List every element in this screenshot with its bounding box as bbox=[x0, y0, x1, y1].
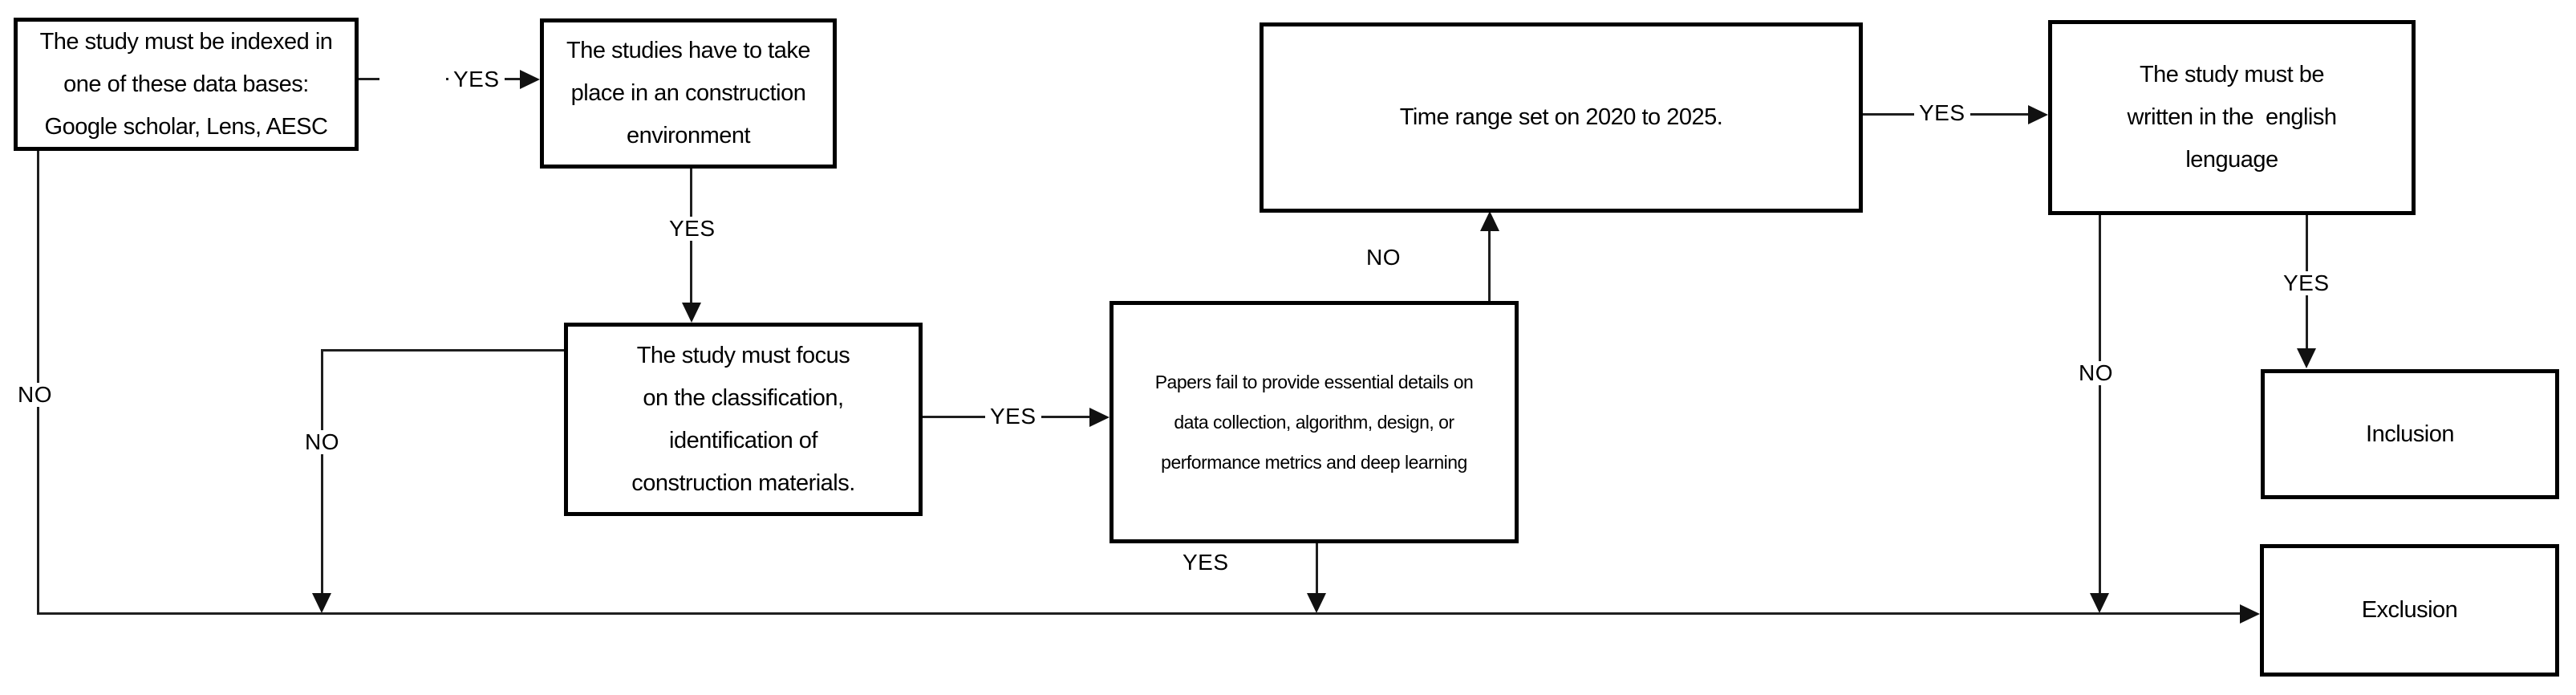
box-time-range: Time range set on 2020 to 2025. bbox=[1260, 22, 1863, 213]
box-line: The study must be indexed in bbox=[39, 28, 333, 55]
label-yes-time-english: YES bbox=[1914, 101, 1970, 125]
connector-indexed-env-arrowhead bbox=[520, 70, 540, 89]
connector-papers-exclusion-arrowhead bbox=[1307, 593, 1326, 613]
connector-bottom-exclusion-line bbox=[37, 612, 2240, 615]
box-line: The studies have to take bbox=[566, 38, 810, 63]
box-line: one of these data bases: bbox=[63, 71, 309, 97]
box-line: Papers fail to provide essential details… bbox=[1154, 372, 1474, 392]
box-line: The study must be bbox=[2139, 62, 2325, 87]
box-line: Exclusion bbox=[2361, 597, 2458, 623]
box-exclusion: Exclusion bbox=[2260, 544, 2559, 677]
connector-focus-papers-arrowhead bbox=[1089, 408, 1110, 427]
box-english-language: The study must be written in the english… bbox=[2048, 20, 2416, 215]
box-papers-fail-details: Papers fail to provide essential details… bbox=[1110, 301, 1519, 543]
box-line: Time range set on 2020 to 2025. bbox=[1399, 104, 1723, 130]
box-classification-focus: The study must focus on the classificati… bbox=[564, 323, 923, 516]
label-no-english-down: NO bbox=[2074, 361, 2118, 385]
box-line: identification of bbox=[669, 427, 817, 453]
label-no-papers-time: NO bbox=[1361, 246, 1406, 270]
box-line: Google scholar, Lens, AESC bbox=[44, 113, 328, 140]
connector-focus-no-horizontal-line bbox=[321, 349, 564, 352]
box-line: environment bbox=[626, 123, 751, 148]
box-line: performance metrics and deep learning bbox=[1161, 452, 1467, 473]
connector-papers-exclusion-line bbox=[1316, 543, 1318, 594]
box-line: Inclusion bbox=[2366, 421, 2454, 447]
label-yes-focus-papers: YES bbox=[985, 404, 1041, 429]
box-line: lenguage bbox=[2185, 147, 2278, 173]
box-line: on the classification, bbox=[643, 384, 844, 411]
connector-bottom-exclusion-arrowhead bbox=[2240, 604, 2260, 624]
connector-english-no-line bbox=[2099, 215, 2101, 594]
connector-papers-time-line bbox=[1488, 231, 1491, 301]
label-no-indexed-down: NO bbox=[13, 383, 57, 407]
connector-papers-time-arrowhead bbox=[1480, 211, 1499, 231]
label-yes-indexed-env: YES bbox=[448, 67, 505, 91]
label-yes-papers-down: YES bbox=[1178, 551, 1234, 575]
connector-env-focus-arrowhead bbox=[682, 303, 701, 323]
connector-english-no-arrowhead bbox=[2090, 593, 2109, 613]
connector-focus-no-arrowhead bbox=[312, 593, 331, 613]
label-yes-english-inclusion: YES bbox=[2278, 271, 2335, 295]
label-yes-env-focus: YES bbox=[664, 217, 720, 241]
box-line: construction materials. bbox=[631, 469, 855, 496]
box-line: data collection, algorithm, design, or bbox=[1174, 412, 1454, 433]
connector-english-inclusion-arrowhead bbox=[2297, 348, 2316, 368]
label-no-focus-down: NO bbox=[300, 430, 344, 454]
box-inclusion: Inclusion bbox=[2261, 369, 2559, 499]
box-indexed-databases: The study must be indexed in one of thes… bbox=[14, 18, 359, 151]
box-line: The study must focus bbox=[636, 342, 850, 368]
connector-time-english-arrowhead bbox=[2028, 105, 2048, 124]
connector-focus-no-vertical-line bbox=[321, 349, 323, 594]
box-construction-environment: The studies have to take place in an con… bbox=[540, 18, 837, 169]
box-line: place in an construction bbox=[570, 80, 806, 106]
connector-indexed-env-line-stub bbox=[359, 78, 379, 80]
box-line: written in the english bbox=[2127, 104, 2337, 130]
